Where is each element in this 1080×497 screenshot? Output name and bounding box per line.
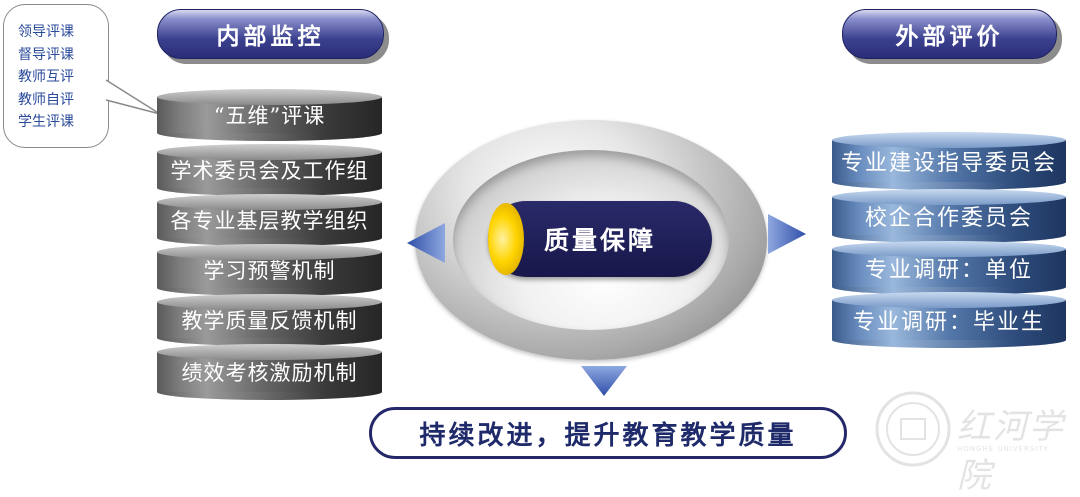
internal-monitoring-header: 内部监控 (157, 9, 384, 59)
callout-item: 领导评课 (18, 24, 74, 40)
internal-item-label: 绩效考核激励机制 (181, 361, 358, 385)
external-item-cylinder: 专业调研：毕业生 (832, 292, 1066, 348)
callout-item: 督导评课 (18, 46, 74, 63)
external-item-cylinder: 专业建设指导委员会 (832, 132, 1066, 190)
callout-item: 学生评课 (18, 114, 74, 130)
watermark-subtext: HONGHE UNIVERSITY (957, 445, 1049, 453)
external-item-cylinder: 校企合作委员会 (832, 189, 1066, 243)
internal-item-cylinder: 教学质量反馈机制 (157, 294, 382, 346)
right-arrow-icon (768, 214, 806, 254)
internal-item-label: 教学质量反馈机制 (181, 309, 358, 333)
quality-assurance-core: 质量保障 (488, 201, 712, 277)
external-item-label: 专业调研：单位 (864, 258, 1033, 283)
internal-item-label: 各专业基层教学组织 (170, 209, 369, 233)
left-arrow-icon (407, 223, 445, 263)
internal-item-label: 学习预警机制 (203, 259, 336, 283)
callout-item: 教师自评 (18, 91, 74, 108)
university-seal-icon (875, 391, 951, 467)
callout-tail (102, 79, 161, 115)
internal-item-cylinder: 学术委员会及工作组 (157, 144, 382, 196)
quality-assurance-label: 质量保障 (543, 226, 656, 255)
callout-item: 教师互评 (18, 69, 74, 85)
external-item-cylinder: 专业调研：单位 (832, 241, 1066, 295)
external-item-label: 专业调研：毕业生 (852, 310, 1045, 335)
external-evaluation-header: 外部评价 (842, 9, 1057, 59)
internal-item-cylinder: 各专业基层教学组织 (157, 194, 382, 246)
internal-item-cylinder: “五维”评课 (157, 89, 382, 141)
internal-item-label: 学术委员会及工作组 (170, 159, 369, 183)
down-arrow-icon (581, 366, 627, 396)
evaluation-types-callout: 领导评课 督导评课 教师互评 教师自评 学生评课 (3, 4, 109, 148)
external-item-label: 校企合作委员会 (864, 206, 1033, 231)
internal-item-cylinder: 绩效考核激励机制 (157, 344, 382, 400)
core-glow (488, 203, 524, 275)
internal-item-cylinder: 学习预警机制 (157, 244, 382, 296)
external-item-label: 专业建设指导委员会 (840, 151, 1057, 176)
evaluation-types-list: 领导评课 督导评课 教师互评 教师自评 学生评课 (18, 21, 74, 134)
university-watermark: 红河学院 HONGHE UNIVERSITY (873, 387, 1079, 496)
continuous-improvement-banner: 持续改进，提升教育教学质量 (369, 407, 847, 459)
internal-item-label: “五维”评课 (213, 104, 326, 128)
